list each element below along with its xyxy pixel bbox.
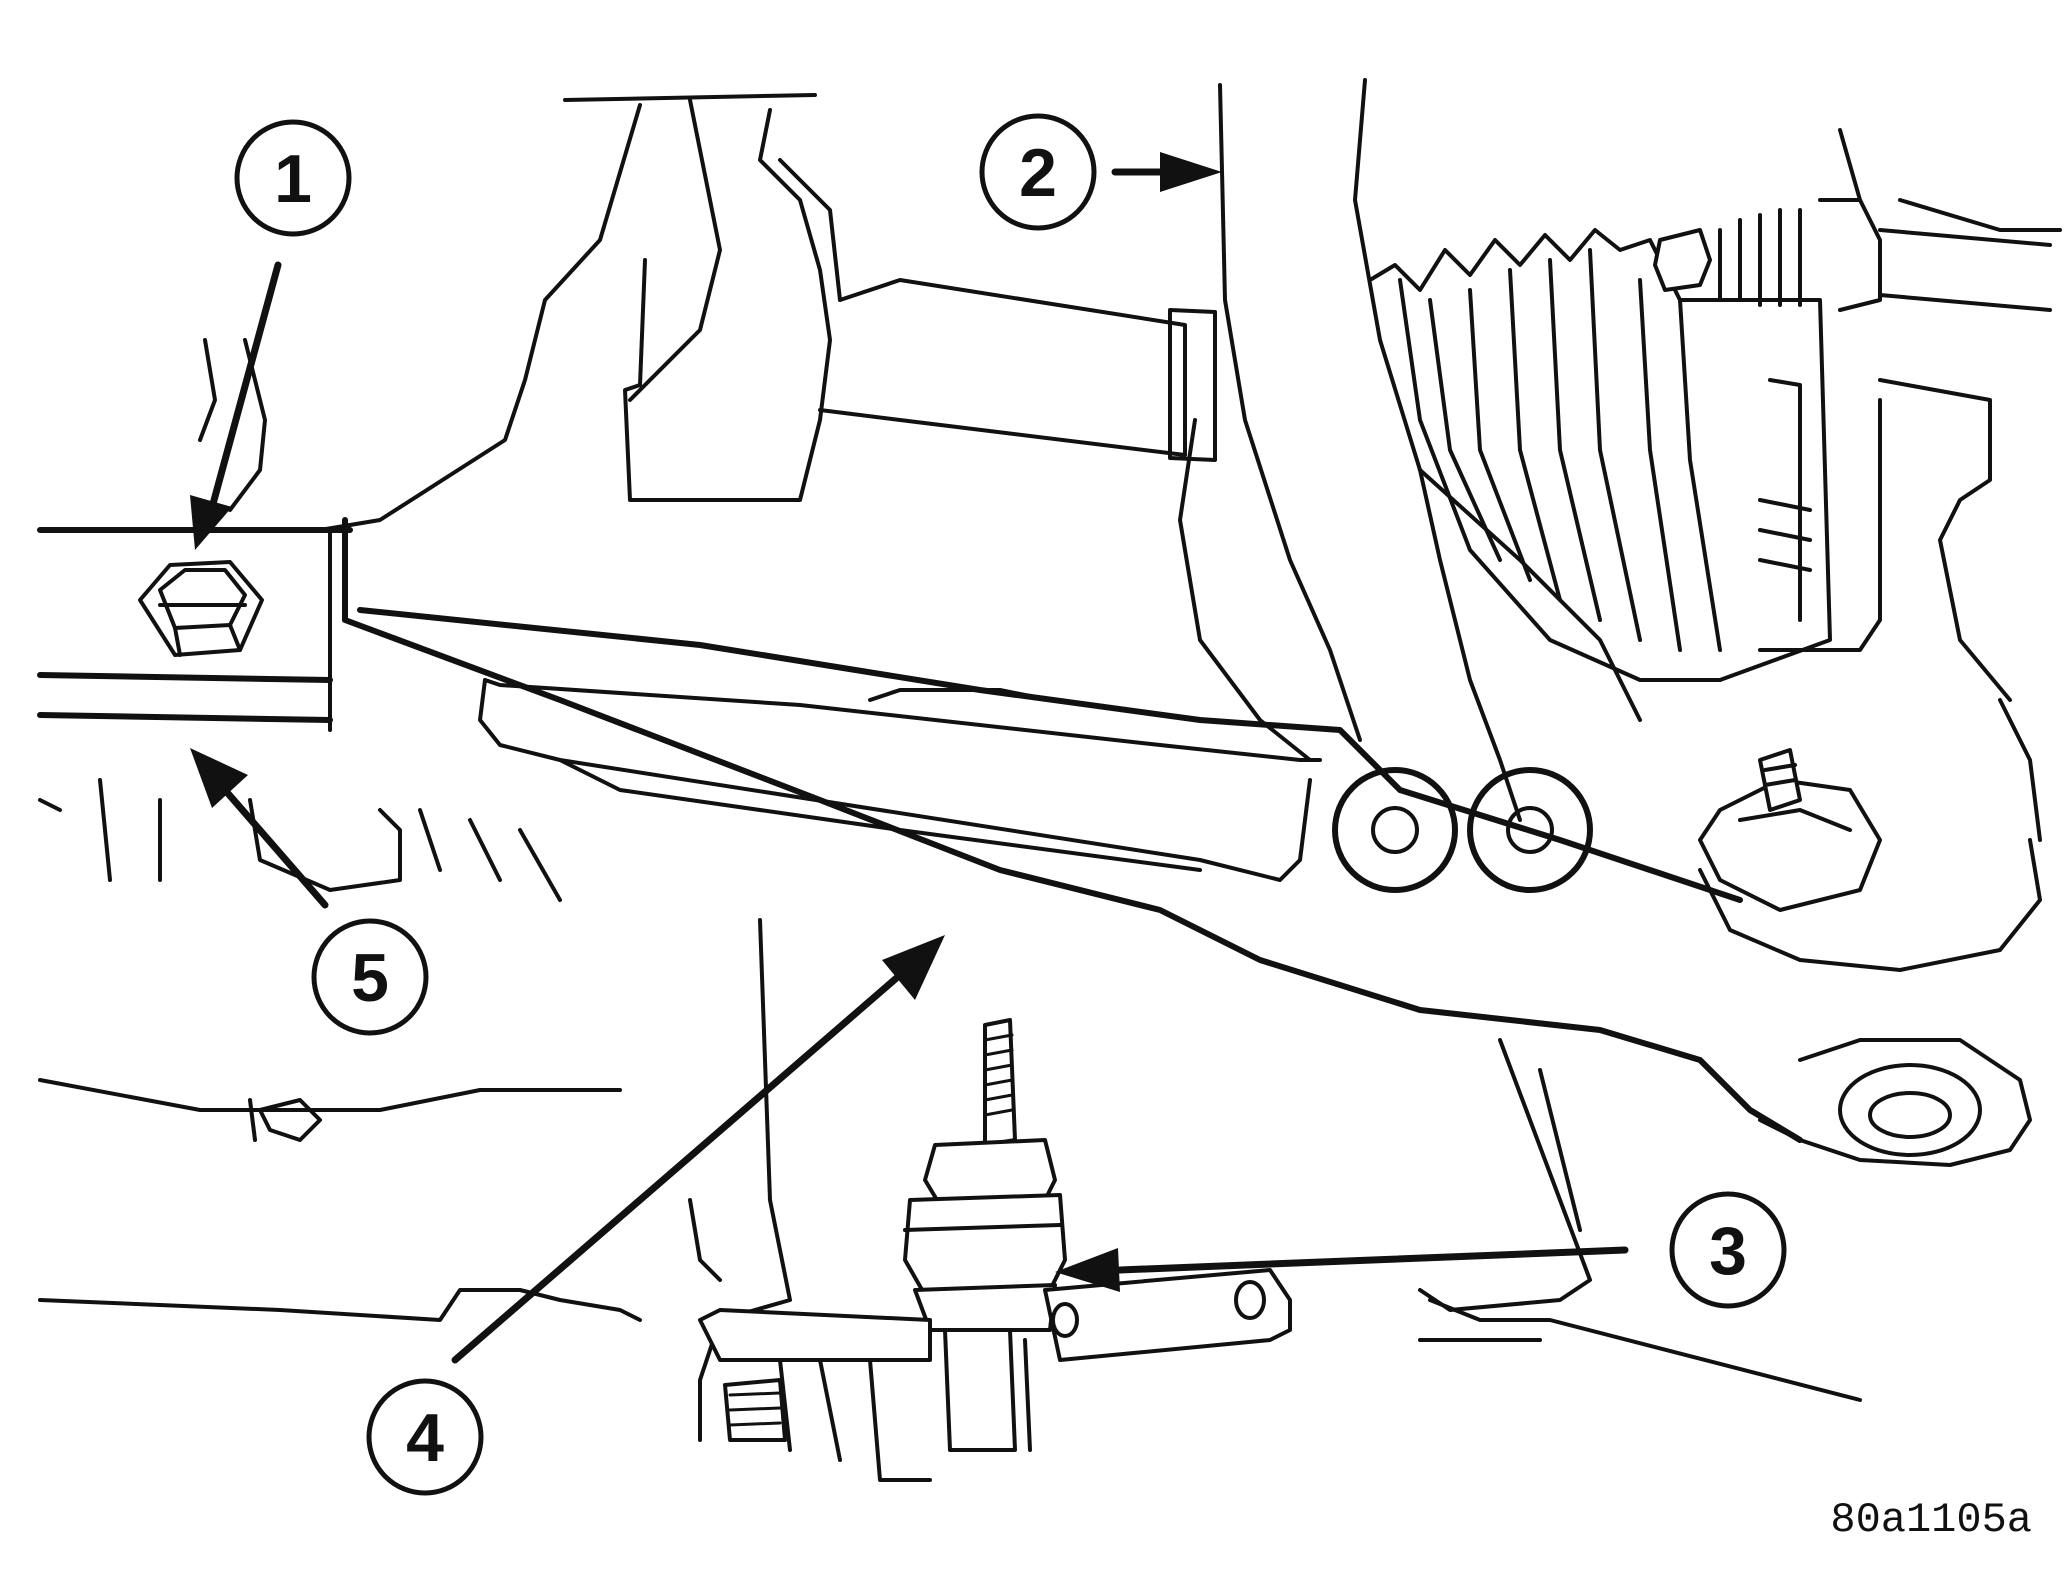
stabilizer-bar-link (698, 1018, 1292, 1482)
cradle-bolt (138, 560, 264, 657)
arrow-3 (1055, 1246, 1629, 1292)
arrow-4 (451, 935, 945, 1364)
engine-cradle (37, 527, 642, 1322)
steering-knuckle (1178, 78, 1642, 822)
upper-body-structure (198, 93, 1217, 532)
arrow-1 (190, 261, 282, 550)
figure-id: 80a1105a (1830, 1496, 2032, 1544)
callout-3-label: 3 (1709, 1213, 1747, 1289)
callout-1: 1 (234, 119, 352, 237)
arrow-2 (1111, 152, 1222, 192)
callout-3: 3 (1669, 1191, 1787, 1309)
callout-2: 2 (979, 113, 1097, 231)
knuckle-ball-joint-area (1698, 378, 2042, 972)
callout-4: 4 (366, 1378, 484, 1496)
arrow-5 (190, 748, 329, 909)
lower-control-arm (342, 517, 2032, 1167)
callout-5-label: 5 (351, 940, 389, 1016)
callout-2-label: 2 (1019, 135, 1057, 211)
callout-5: 5 (311, 918, 429, 1036)
callout-4-label: 4 (406, 1400, 444, 1476)
callout-1-label: 1 (274, 141, 312, 217)
cv-joint-boot (1368, 128, 2062, 682)
